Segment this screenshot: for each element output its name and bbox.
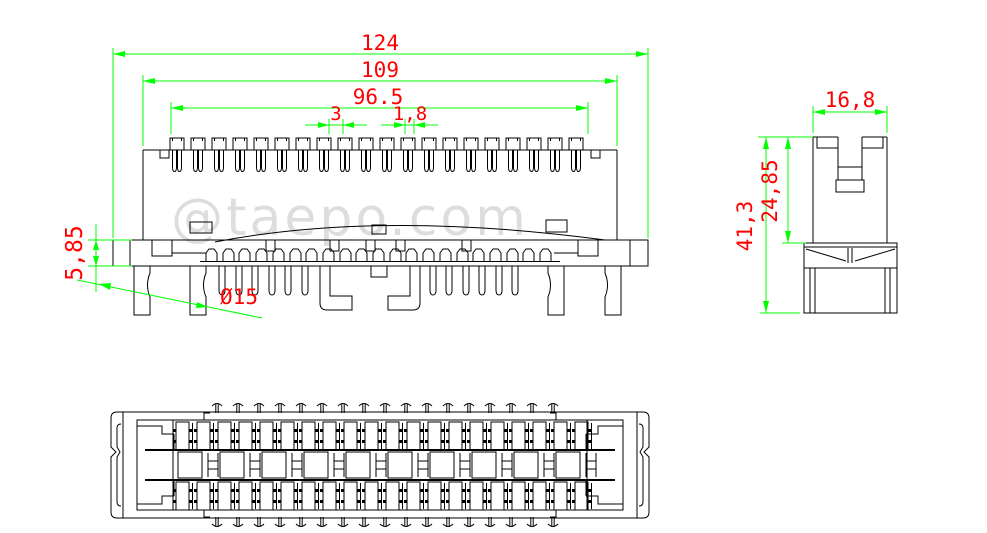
- dim-slot-width: 1,8: [381, 103, 438, 134]
- side-dimensions: 16,8 41,3 24,85: [733, 88, 888, 314]
- dim-base-height: 5,85: [62, 224, 132, 292]
- dim-overall-width: 124: [112, 31, 649, 238]
- dim-124-label: 124: [361, 31, 399, 55]
- front-spring-arc: [189, 219, 606, 243]
- dim-24-85-label: 24,85: [758, 159, 782, 222]
- dim-16-8-label: 16,8: [825, 88, 876, 112]
- bottom-view: [110, 403, 650, 527]
- dim-overall-height: 41,3: [733, 136, 813, 314]
- dim-41-3-label: 41,3: [733, 201, 757, 252]
- front-legs: [133, 266, 622, 316]
- dim-dia15-label: Ø15: [220, 285, 258, 309]
- dim-109-label: 109: [361, 58, 399, 82]
- dim-depth: 16,8: [812, 88, 888, 133]
- front-view: 124 109 96.5 3: [62, 31, 649, 319]
- front-center-clip: [319, 265, 421, 311]
- dim-leg-diameter: Ø15: [76, 279, 263, 319]
- dim-contact-span: 96.5: [170, 85, 589, 134]
- dim-upper-height: 24,85: [758, 137, 806, 244]
- front-dimensions: 124 109 96.5 3: [62, 31, 649, 319]
- dim-1-8-label: 1,8: [393, 103, 427, 125]
- side-view: 16,8 41,3 24,85: [733, 88, 898, 314]
- watermark-text: @taepo.com: [171, 188, 529, 248]
- side-body-outline: [803, 136, 898, 314]
- dim-5-85-label: 5,85: [62, 225, 88, 280]
- dim-body-width: 109: [142, 58, 618, 146]
- dim-96-5-label: 96.5: [353, 85, 404, 109]
- dim-3-label: 3: [330, 103, 341, 125]
- dim-tooth-pitch: 3: [305, 103, 367, 134]
